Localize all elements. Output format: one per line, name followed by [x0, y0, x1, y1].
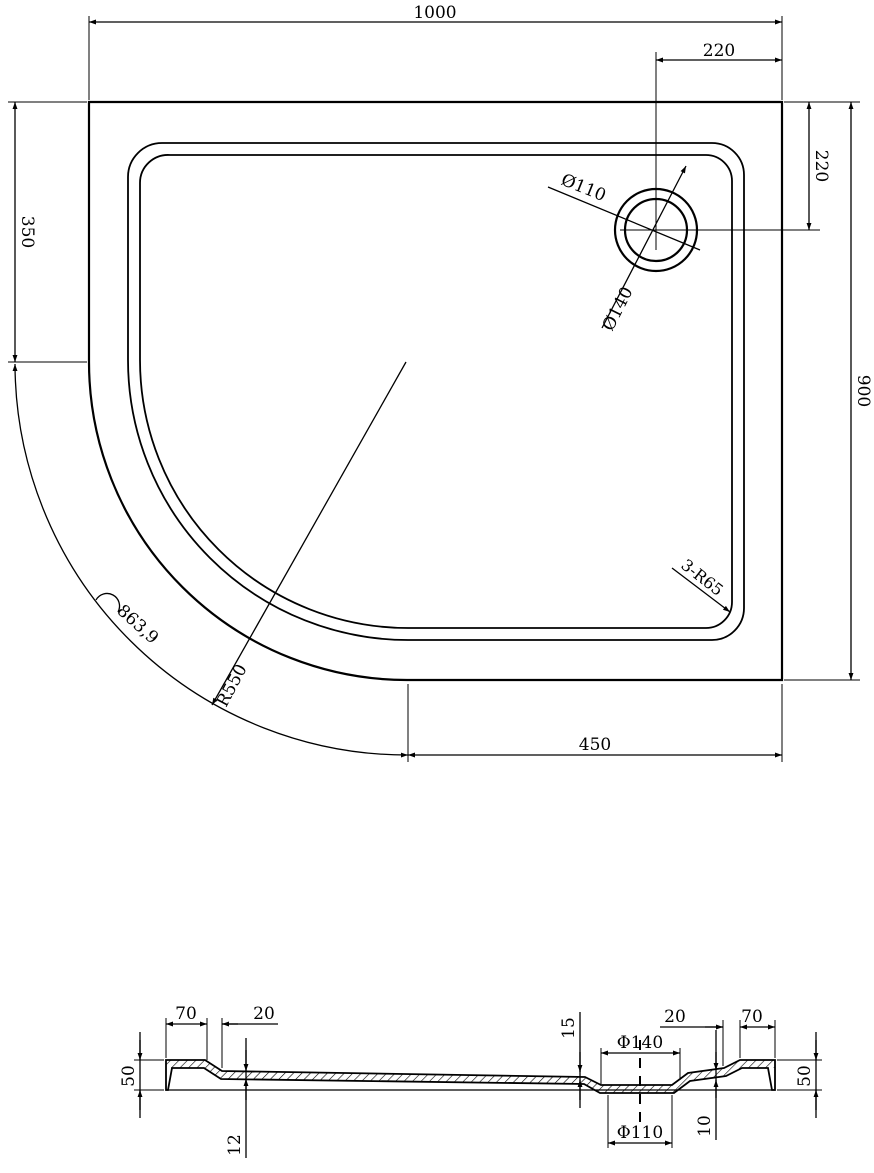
straight-side-label: 350	[17, 216, 37, 248]
drain-inner-dia-leader	[547, 186, 701, 251]
left-rim-label: 70	[175, 1004, 197, 1024]
left-slope-label: 20	[253, 1004, 275, 1024]
straight-bottom-label: 450	[579, 735, 611, 755]
right-rim-label: 70	[741, 1007, 763, 1027]
depth-fall-label: 15	[559, 1017, 579, 1039]
plan-view: Ø110 Ø140 1000 220 220 900 350 450 86	[8, 3, 873, 762]
drain-outer-dia-leader	[601, 165, 687, 329]
section-drain-inner-label: Φ110	[617, 1123, 663, 1143]
right-slope-label: 20	[664, 1007, 686, 1027]
drain-offset-x-label: 220	[703, 41, 735, 61]
drain-inner-dia-label: Ø110	[558, 170, 609, 206]
drain-offset-y-label: 220	[811, 150, 831, 182]
drain-recess-label: 10	[695, 1115, 715, 1137]
tray-outer-outline	[87, 100, 784, 682]
section-view: 50 50 70 20 12 15 Φ140	[119, 1004, 822, 1158]
arc-length-dimension-line	[12, 363, 409, 758]
arc-length-symbol	[95, 592, 121, 613]
tray-section-hatch	[166, 1060, 775, 1093]
depth-dimension-label: 900	[853, 375, 873, 407]
radius-label: R550	[213, 661, 252, 710]
basin-outline-outer	[127, 142, 745, 641]
radius-leader	[211, 361, 407, 706]
section-drain-outer-label: Φ140	[617, 1033, 663, 1053]
drain-outer-dia-label: Ø140	[599, 284, 638, 334]
arc-length-label: 863,9	[113, 601, 163, 648]
left-height-label: 50	[119, 1065, 139, 1087]
right-height-label: 50	[795, 1065, 815, 1087]
corner-radii-leader	[671, 567, 731, 613]
width-dimension-label: 1000	[413, 3, 456, 23]
base-thickness-label: 12	[225, 1134, 245, 1156]
